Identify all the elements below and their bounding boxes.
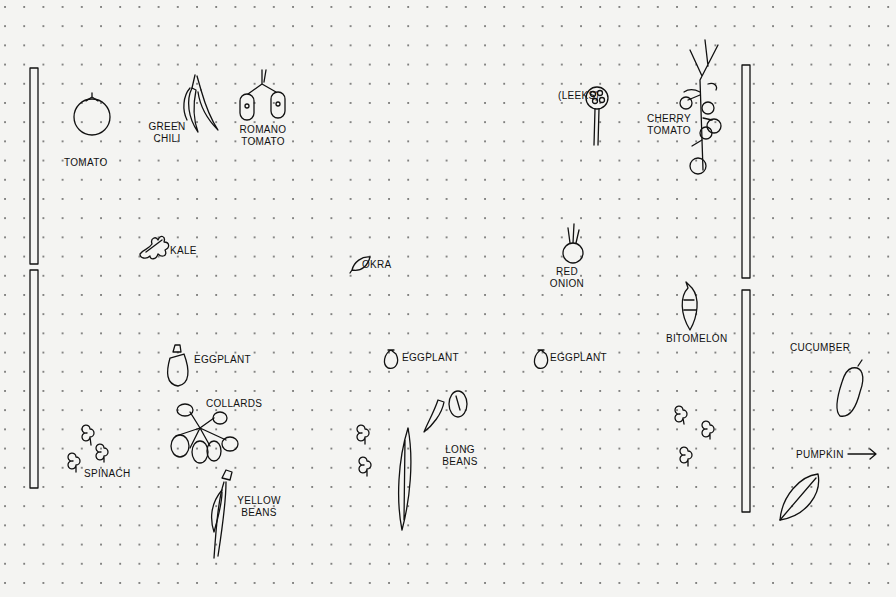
plant-label: EGGPLANT bbox=[194, 354, 251, 366]
bed-border bbox=[742, 65, 750, 278]
onion-drawing bbox=[563, 224, 583, 263]
eggplant-drawing bbox=[534, 350, 547, 368]
plant-label: BITOMELON bbox=[666, 333, 727, 345]
bed-border bbox=[30, 68, 38, 264]
collards-drawing bbox=[171, 404, 238, 463]
romano-tomato-drawing bbox=[240, 70, 285, 120]
plant-label: CUCUMBER bbox=[790, 342, 850, 354]
plant-label: EGGPLANT bbox=[550, 352, 607, 364]
cucumber-drawing bbox=[837, 360, 863, 416]
pumpkin-leaf-drawing bbox=[780, 474, 819, 520]
chili-drawing bbox=[184, 75, 218, 132]
plant-label: TOMATO bbox=[64, 157, 107, 169]
kale-drawing bbox=[140, 236, 169, 258]
plant-label: OKRA bbox=[362, 259, 392, 271]
plant-label: KALE bbox=[170, 245, 197, 257]
plant-label: YELLOW BEANS bbox=[236, 495, 282, 518]
bed-border bbox=[742, 290, 750, 512]
yellow-beans-drawing bbox=[212, 470, 232, 558]
cherry-tomato-drawing bbox=[680, 40, 721, 174]
seedling-drawing bbox=[675, 406, 714, 466]
plant-label: EGGPLANT bbox=[402, 352, 459, 364]
bitter-melon-drawing bbox=[682, 282, 697, 330]
tomato-drawing bbox=[74, 93, 110, 135]
eggplant-drawing bbox=[168, 345, 188, 386]
plant-label: SPINACH bbox=[84, 468, 131, 480]
plant-label: COLLARDS bbox=[206, 398, 262, 410]
bed-border bbox=[30, 270, 38, 488]
plant-label: ROMANO TOMATO bbox=[236, 124, 290, 147]
pumpkin-arrow bbox=[848, 449, 876, 459]
plant-label: RED ONION bbox=[545, 266, 589, 289]
plant-label: CHERRY TOMATO bbox=[646, 113, 692, 136]
spinach-drawing bbox=[68, 425, 108, 472]
plant-label: (LEEKS) bbox=[558, 90, 599, 102]
plant-label: LONG BEANS bbox=[440, 444, 480, 467]
plant-label: PUMPKIN bbox=[796, 449, 844, 461]
eggplant-drawing bbox=[384, 350, 397, 368]
plant-label: GREEN CHILI bbox=[148, 121, 186, 144]
